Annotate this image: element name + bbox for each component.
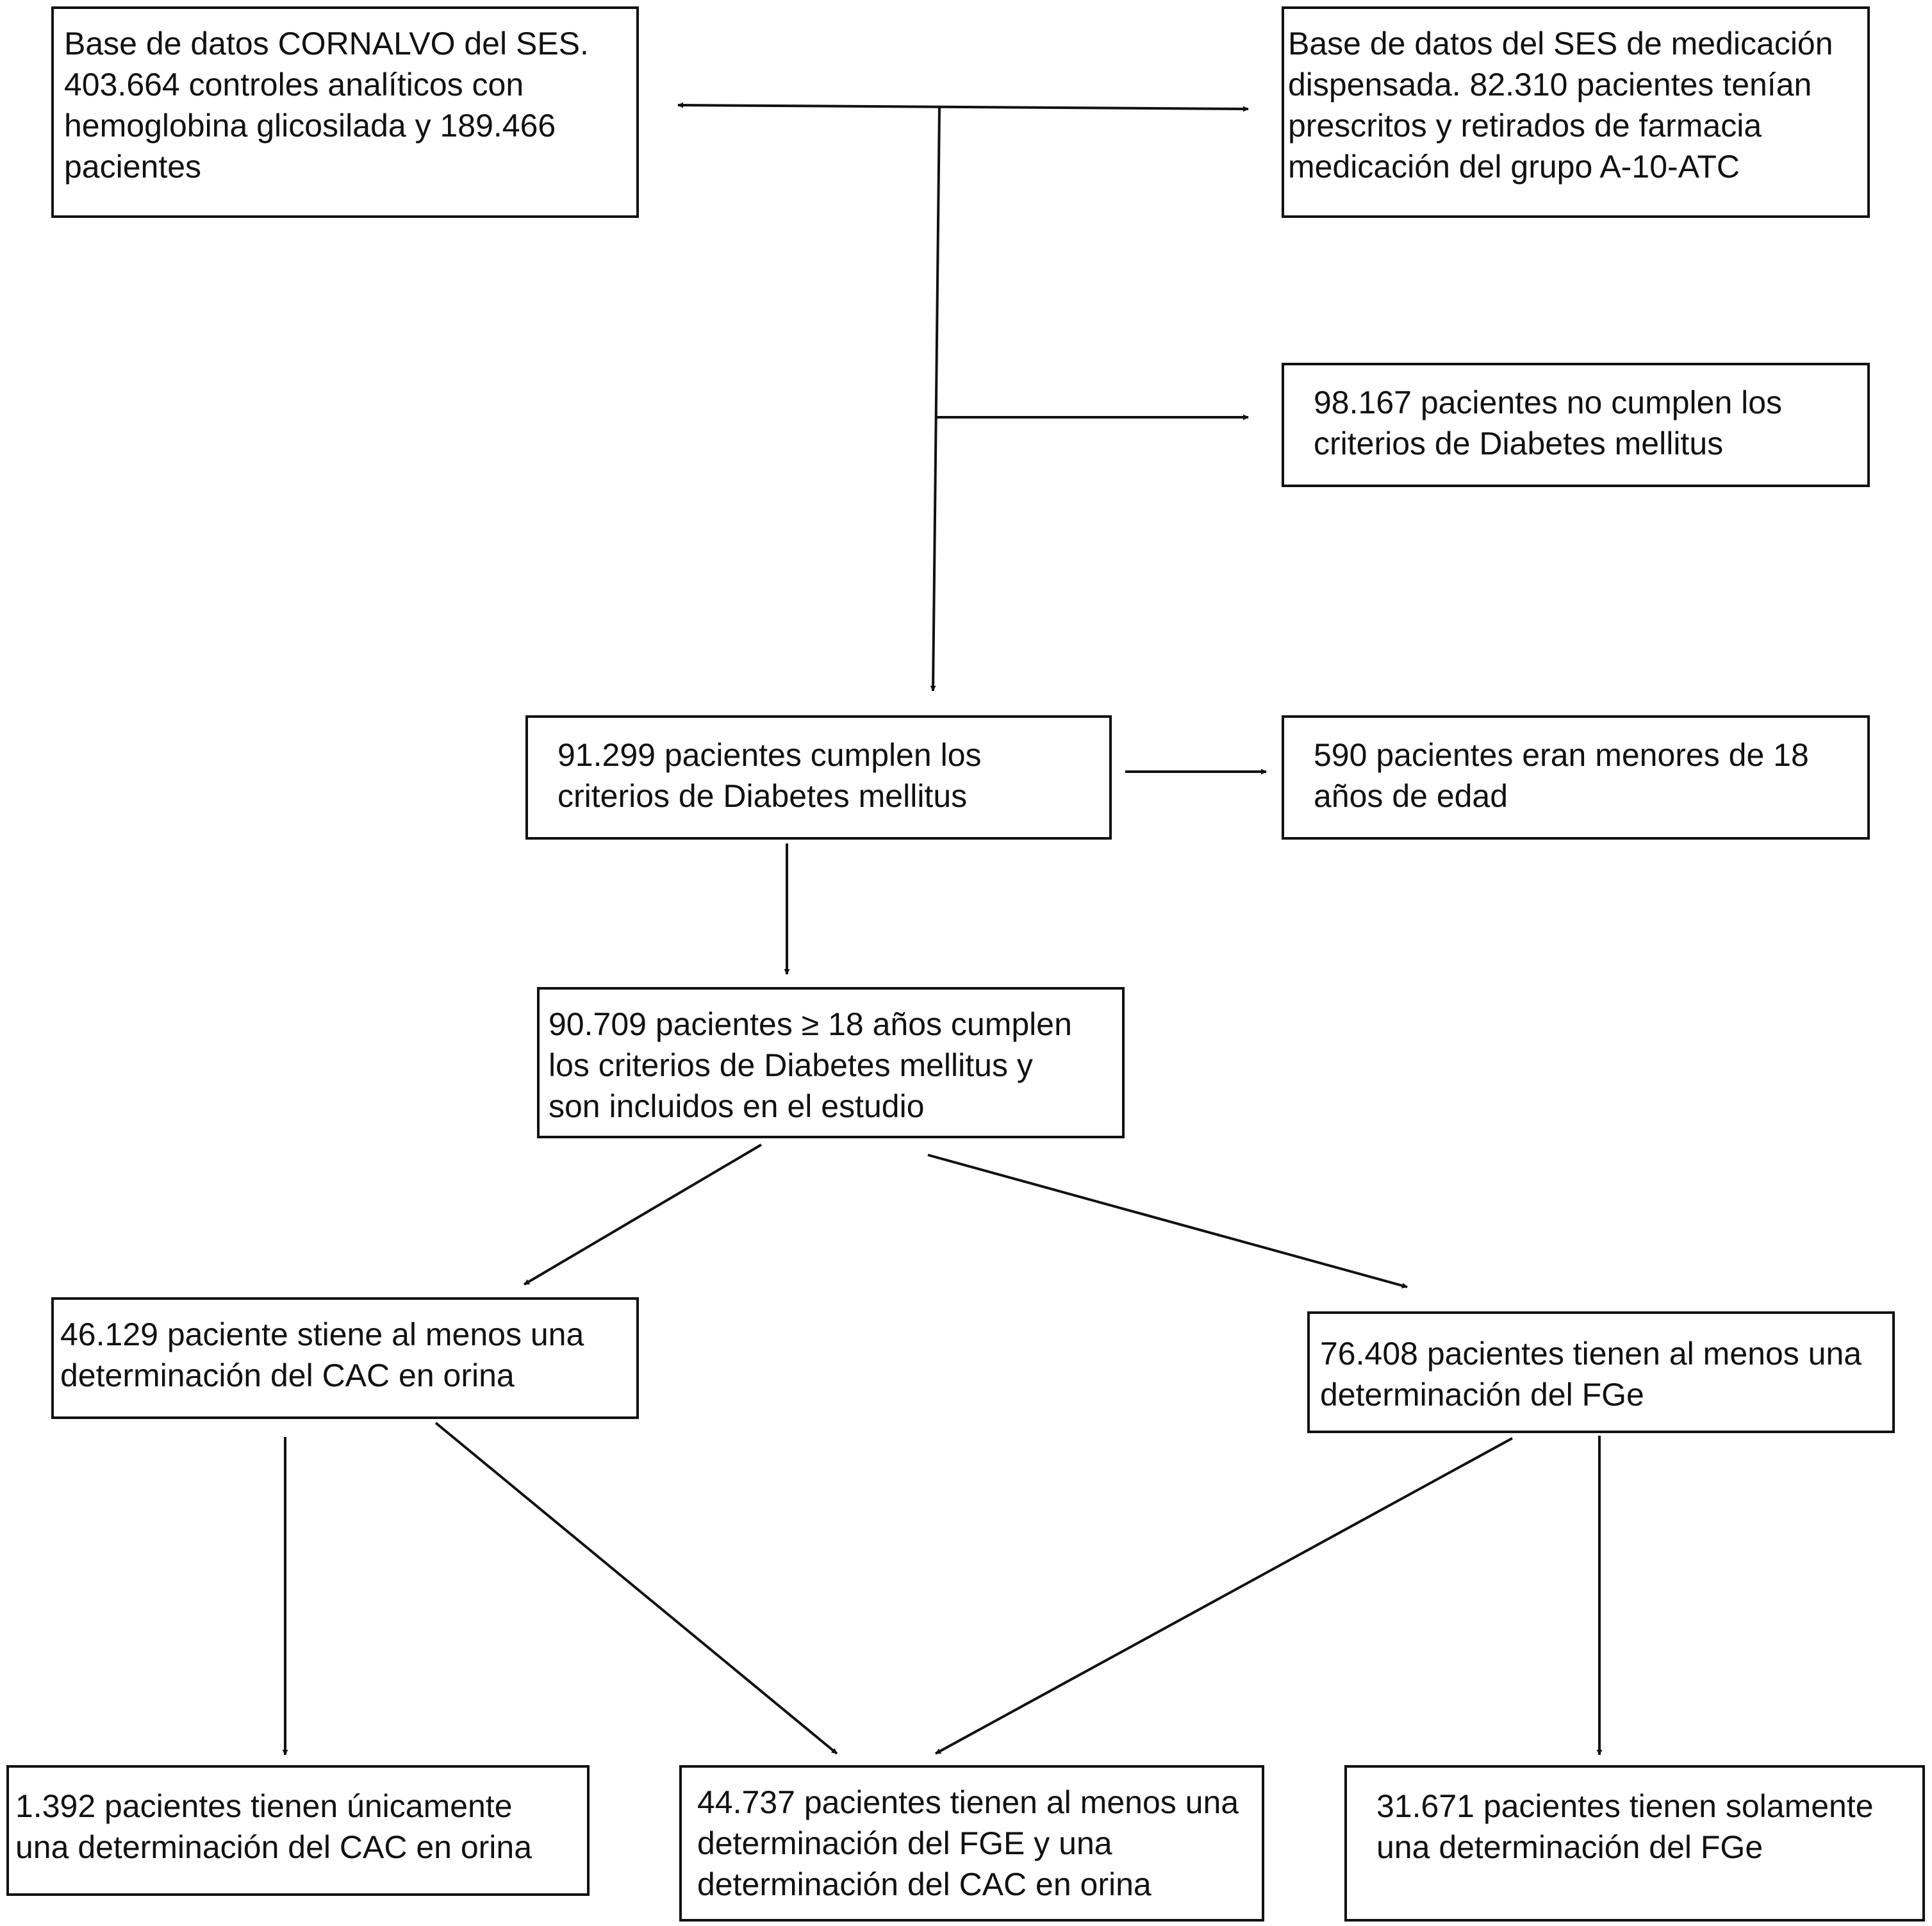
edge-fge-to-both	[935, 1437, 1513, 1755]
node-under-18: 590 pacientes eran menores de 18 años de…	[1282, 715, 1870, 840]
node-only-cac: 1.392 pacientes tienen únicamente una de…	[6, 1765, 590, 1896]
edge-trunk-to-meeting-criteria	[930, 107, 941, 692]
edge-cac-to-both	[434, 1422, 838, 1755]
node-fge-determination: 76.408 pacientes tienen al menos una det…	[1307, 1311, 1895, 1433]
node-meeting-criteria: 91.299 pacientes cumplen los criterios d…	[525, 715, 1112, 840]
node-medication-database: Base de datos del SES de medicación disp…	[1282, 6, 1870, 218]
node-included-in-study: 90.709 pacientes ≥ 18 años cumplen los c…	[537, 987, 1125, 1138]
node-cornalvo-database: Base de datos CORNALVO del SES. 403.664 …	[51, 6, 639, 218]
edge-databases-link	[677, 102, 1249, 112]
node-only-fge: 31.671 pacientes tienen solamente una de…	[1344, 1765, 1925, 1922]
edge-to-fge	[927, 1154, 1408, 1289]
node-not-meeting-criteria: 98.167 pacientes no cumplen los criterio…	[1282, 363, 1870, 487]
node-cac-determination: 46.129 paciente stiene al menos una dete…	[51, 1297, 639, 1419]
edge-to-cac	[523, 1143, 763, 1286]
node-both-determinations: 44.737 pacientes tienen al menos una det…	[679, 1765, 1264, 1922]
